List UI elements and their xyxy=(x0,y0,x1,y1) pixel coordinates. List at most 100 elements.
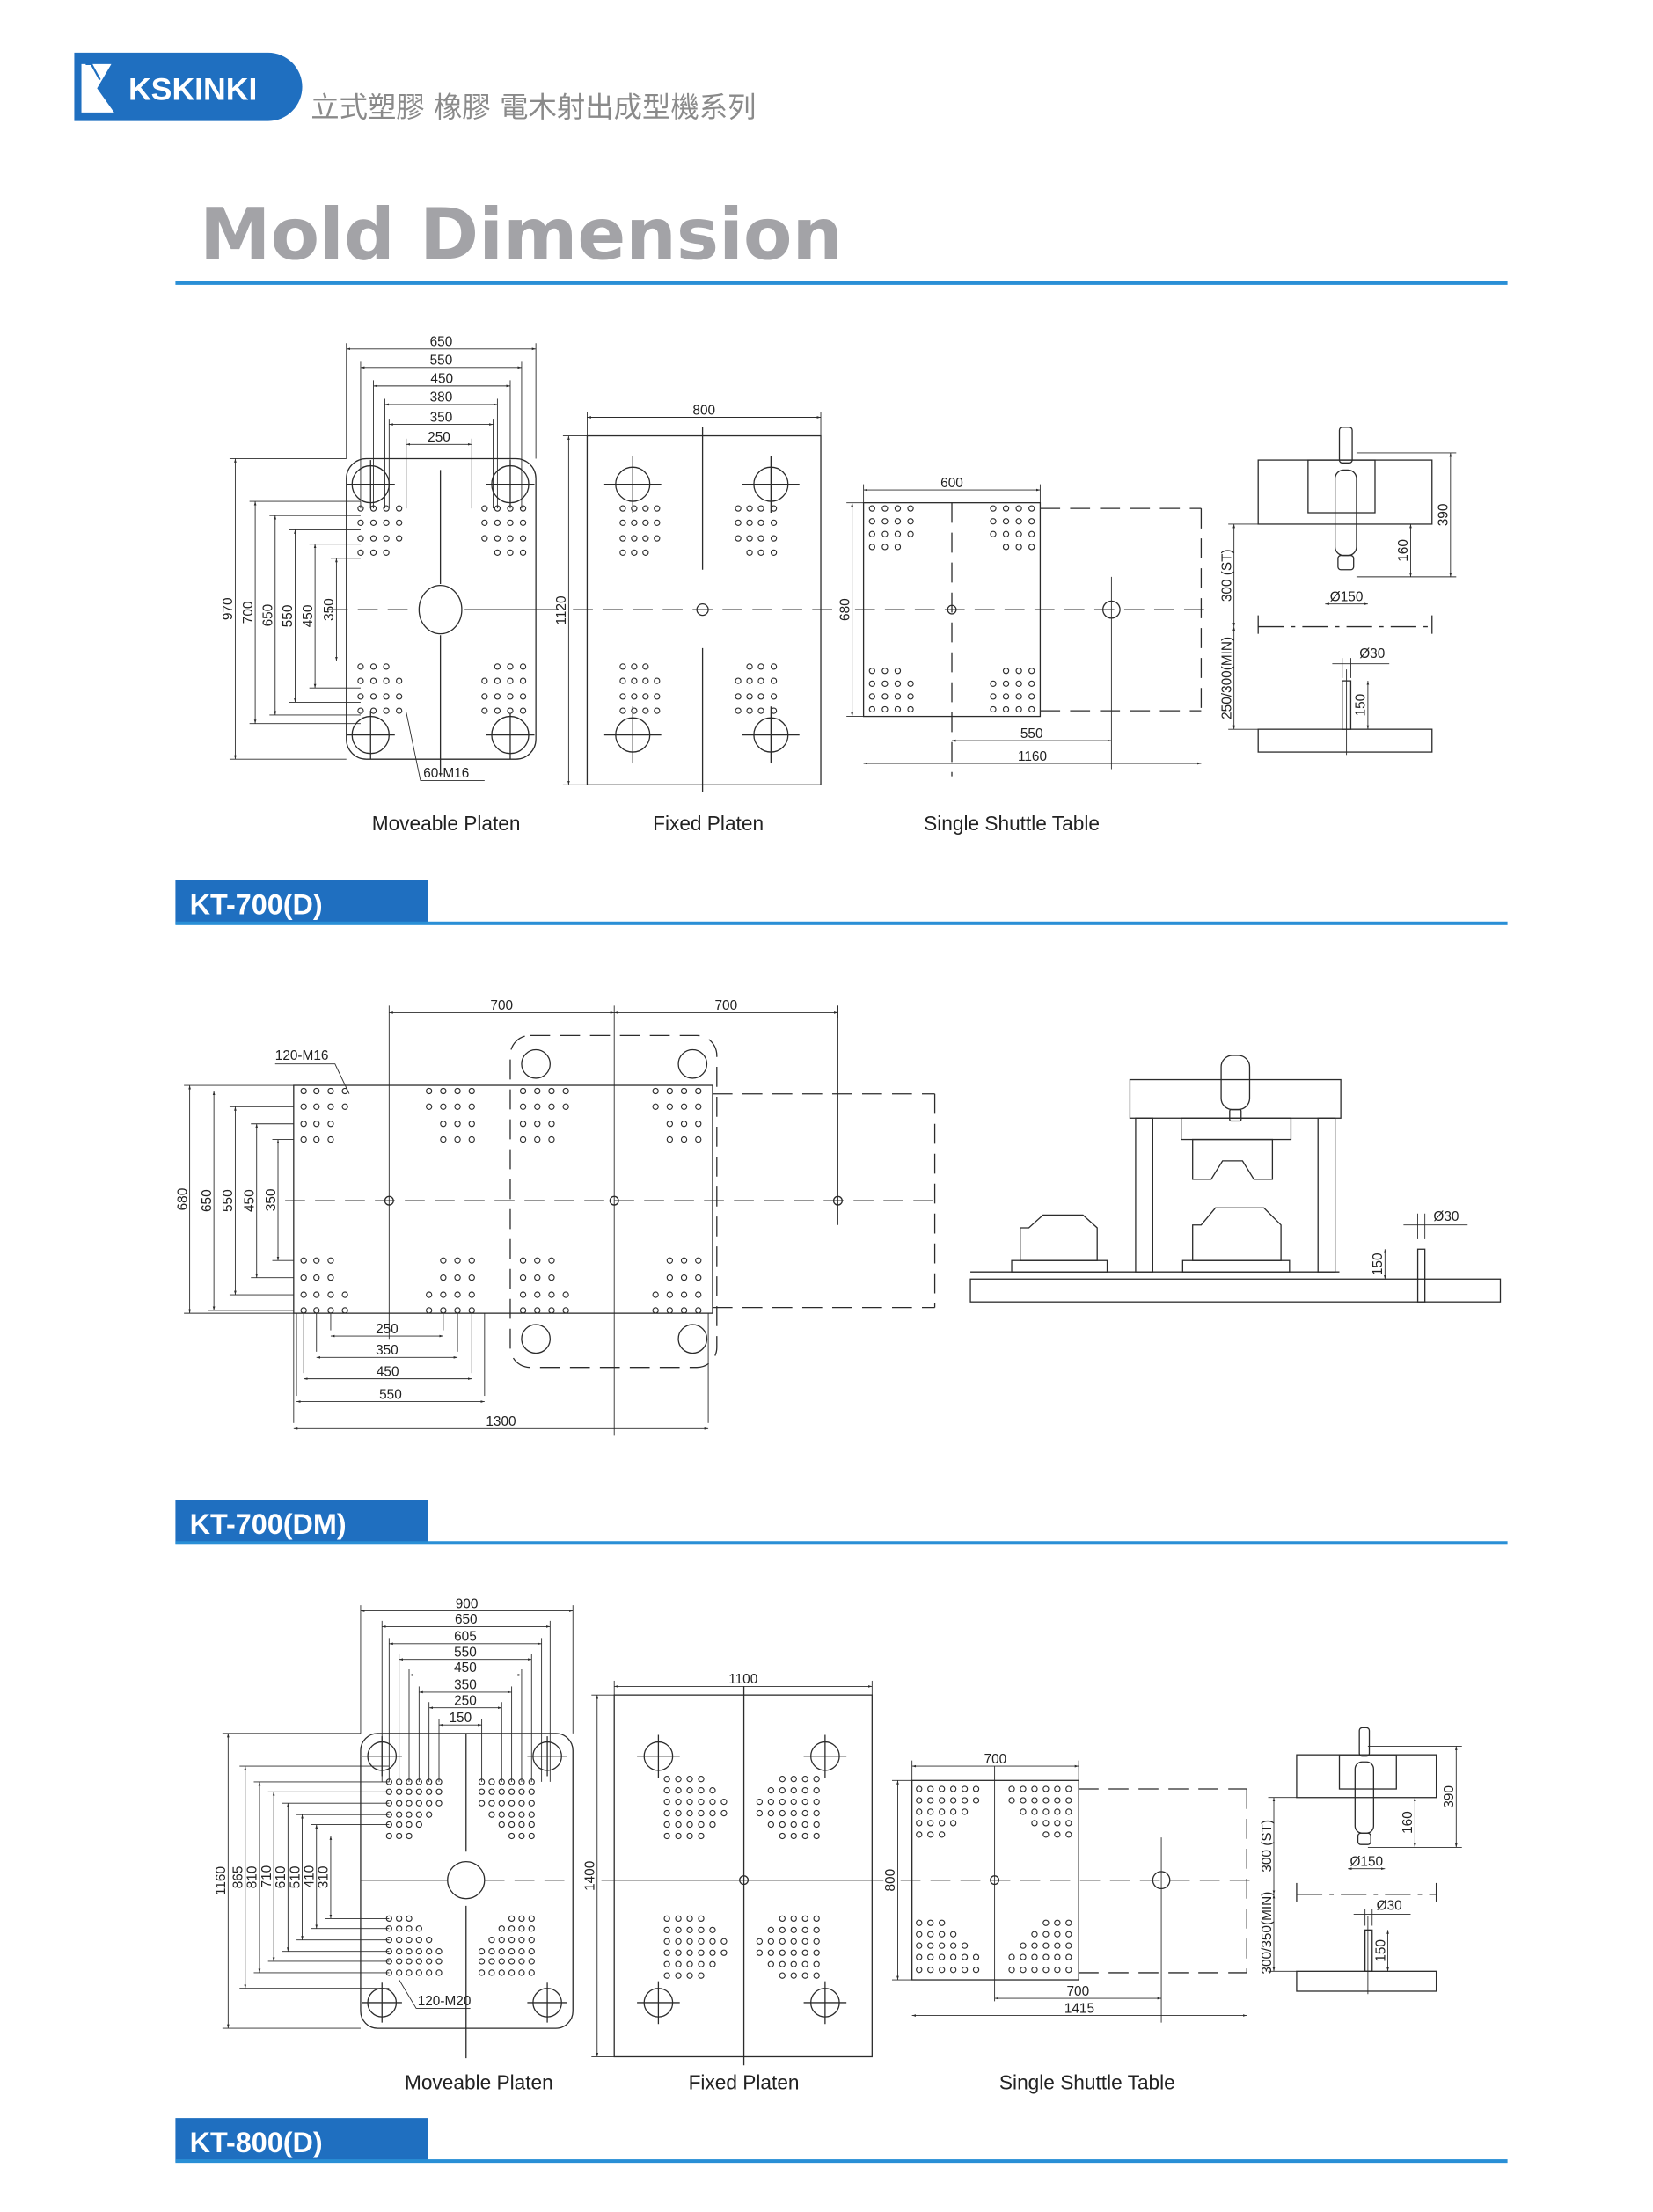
mounting-hole xyxy=(631,693,638,700)
mounting-hole xyxy=(478,1800,486,1807)
dimension-label: 150 xyxy=(1371,1252,1386,1275)
mounting-hole xyxy=(927,1931,934,1938)
mounting-hole xyxy=(528,1947,535,1955)
mounting-hole xyxy=(686,1821,693,1829)
mounting-hole xyxy=(686,1776,693,1783)
mounting-hole xyxy=(767,1949,774,1956)
mounting-hole xyxy=(675,1915,682,1923)
mounting-hole xyxy=(1065,1820,1072,1827)
mounting-hole xyxy=(619,693,626,700)
mounting-hole xyxy=(949,1797,957,1804)
mounting-hole xyxy=(654,677,661,684)
mounting-hole xyxy=(1054,1820,1061,1827)
mounting-hole xyxy=(341,1307,348,1314)
mounting-hole xyxy=(907,693,914,700)
mounting-hole xyxy=(468,1274,475,1281)
mounting-hole xyxy=(961,1797,969,1804)
mounting-hole xyxy=(735,693,742,700)
mounting-hole xyxy=(548,1291,555,1298)
dimension-label: 150 xyxy=(449,1711,472,1726)
mounting-hole xyxy=(1028,668,1035,675)
mounting-hole xyxy=(1054,1942,1061,1949)
mounting-hole xyxy=(675,1926,682,1933)
mounting-hole xyxy=(383,663,390,670)
mounting-hole xyxy=(631,663,638,670)
mounting-hole xyxy=(1054,1953,1061,1960)
model-label: KT-800(D) xyxy=(190,2127,323,2158)
mounting-hole xyxy=(327,1103,334,1110)
mounting-hole xyxy=(440,1291,447,1298)
mounting-hole xyxy=(396,505,403,512)
mounting-hole xyxy=(666,1274,674,1281)
mounting-hole xyxy=(1020,1967,1027,1974)
mounting-hole xyxy=(767,1809,774,1817)
mounting-hole xyxy=(1042,1797,1050,1804)
mounting-hole xyxy=(767,1821,774,1829)
mounting-hole xyxy=(300,1257,307,1264)
mounting-hole xyxy=(801,1787,808,1794)
mounting-hole xyxy=(927,1919,934,1926)
page-title: Mold Dimension xyxy=(200,194,843,277)
mounting-hole xyxy=(1015,668,1022,675)
dimension-label: 450 xyxy=(377,1364,399,1379)
mounting-hole xyxy=(519,1121,527,1128)
mounting-hole xyxy=(619,519,626,526)
mounting-hole xyxy=(1054,1931,1061,1938)
mounting-hole xyxy=(868,680,875,687)
mounting-hole xyxy=(534,1087,541,1095)
mounting-hole xyxy=(652,1307,659,1314)
mounting-hole xyxy=(518,1947,525,1955)
dimension-label: 1300 xyxy=(486,1414,516,1429)
mounting-hole xyxy=(369,707,377,714)
mounting-hole xyxy=(652,1291,659,1298)
mounting-hole xyxy=(686,1949,693,1956)
dimension-label: 250 xyxy=(376,1322,399,1337)
mounting-hole xyxy=(990,518,997,525)
mounting-hole xyxy=(663,1938,670,1945)
mounting-hole xyxy=(528,1915,535,1923)
mounting-hole xyxy=(756,1949,764,1956)
center-hole-icon xyxy=(418,584,463,635)
mounting-hole xyxy=(406,1800,413,1807)
mounting-hole xyxy=(698,1972,705,1979)
mounting-hole xyxy=(1042,1967,1050,1974)
mounting-hole xyxy=(698,1798,705,1806)
mounting-hole xyxy=(801,1972,808,1979)
ejector-pin xyxy=(1416,1248,1426,1303)
outline xyxy=(586,434,822,785)
mounting-hole xyxy=(949,1820,957,1827)
mounting-hole xyxy=(779,1949,786,1956)
mounting-hole xyxy=(440,1307,447,1314)
mounting-hole xyxy=(406,1811,413,1818)
mounting-hole xyxy=(990,505,997,512)
mounting-hole xyxy=(435,1800,443,1807)
mounting-hole xyxy=(631,505,638,512)
mounting-hole xyxy=(907,680,914,687)
mounting-hole xyxy=(698,1787,705,1794)
mounting-hole xyxy=(1065,1919,1072,1926)
mounting-hole xyxy=(396,1925,403,1932)
dimension-label: 700 xyxy=(984,1752,1007,1767)
dimension-label: 700 xyxy=(1067,1984,1090,1999)
mounting-hole xyxy=(327,1135,334,1143)
mounting-hole xyxy=(562,1087,569,1095)
mounting-hole xyxy=(300,1307,307,1314)
mounting-hole xyxy=(735,519,742,526)
dimension-label: 350 xyxy=(454,1678,477,1693)
mounting-hole xyxy=(654,535,661,542)
mounting-hole xyxy=(357,535,364,542)
mounting-hole xyxy=(939,1831,946,1838)
center-hole-icon xyxy=(447,1860,486,1900)
mounting-hole xyxy=(698,1809,705,1817)
dimension-label: 550 xyxy=(430,354,453,369)
mounting-hole xyxy=(440,1257,447,1264)
dimension-label: 450 xyxy=(454,1661,477,1675)
mounting-hole xyxy=(916,1967,923,1974)
mounting-hole xyxy=(666,1291,674,1298)
mounting-hole xyxy=(534,1291,541,1298)
outline xyxy=(1296,1754,1437,1799)
mounting-hole xyxy=(1020,1785,1027,1792)
nozzle-icon xyxy=(1220,1055,1251,1111)
mounting-hole xyxy=(488,1778,495,1785)
mounting-hole xyxy=(519,677,527,684)
